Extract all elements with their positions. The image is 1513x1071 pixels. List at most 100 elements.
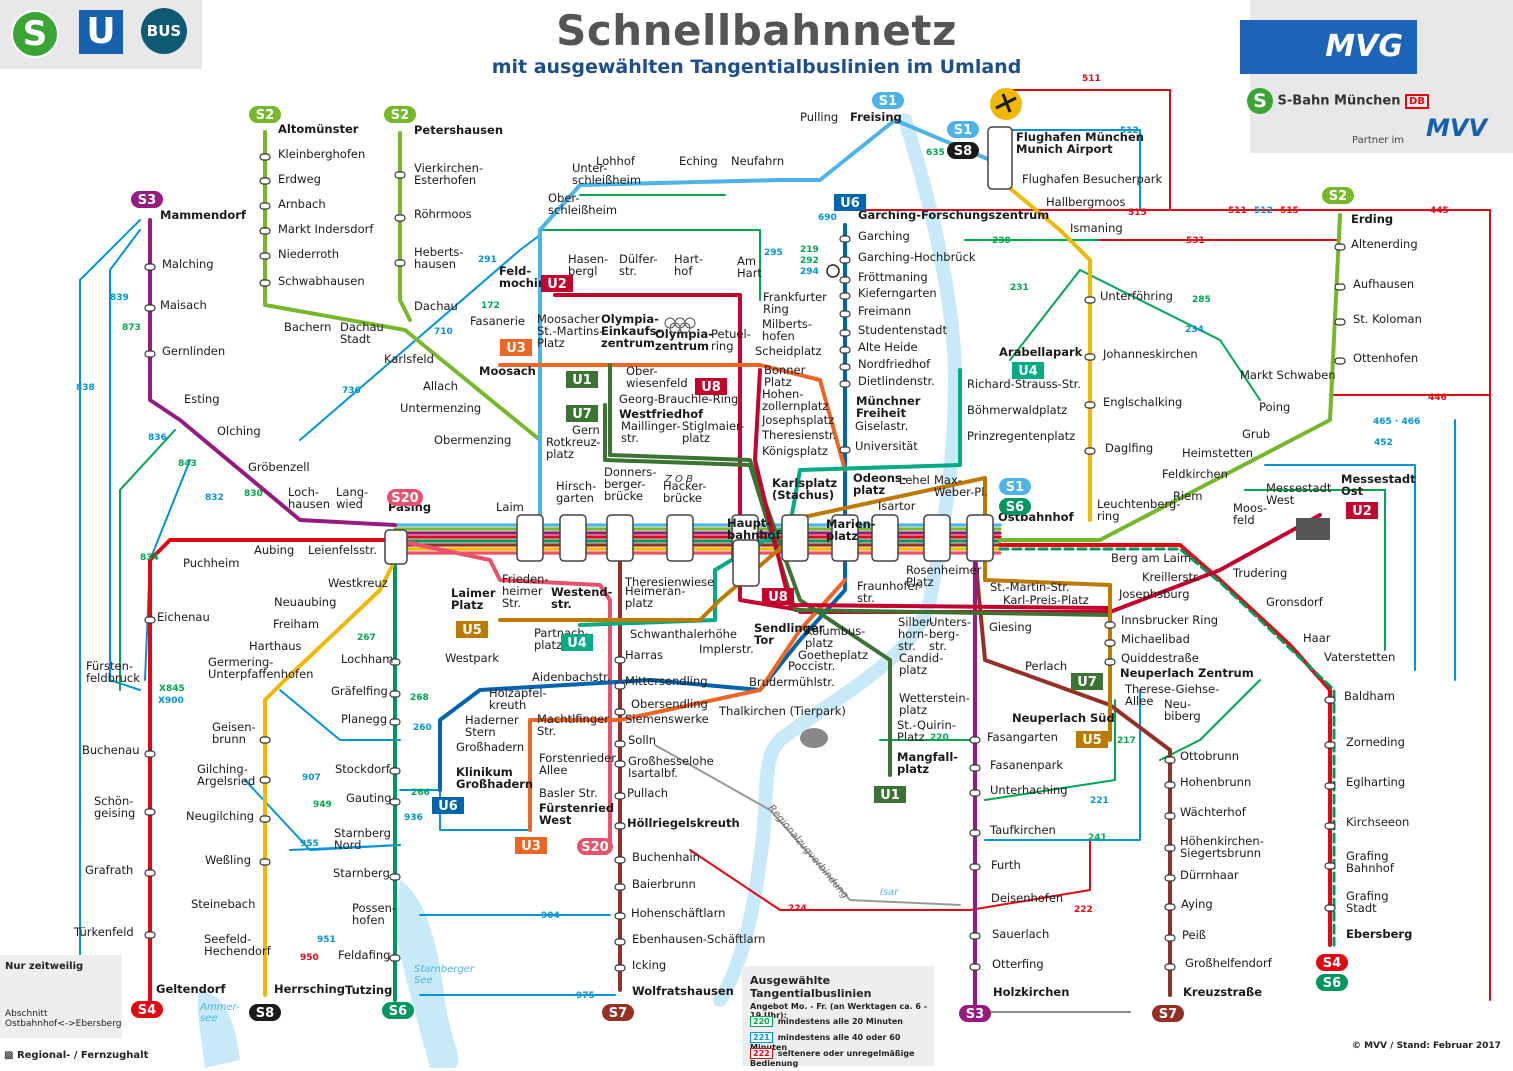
station-label-mangfallplatz[interactable]: Mangfall-platz bbox=[897, 750, 958, 776]
station-label-prinzregentenplatz[interactable]: Prinzregentenplatz bbox=[967, 429, 1075, 443]
station-label-malching[interactable]: Malching bbox=[162, 257, 214, 271]
bus-number-b295[interactable]: 295 bbox=[764, 248, 783, 258]
bus-number-b936[interactable]: 936 bbox=[404, 813, 423, 823]
bus-number-b904[interactable]: 904 bbox=[541, 911, 560, 921]
bus-number-b268[interactable]: 268 bbox=[410, 693, 429, 703]
station-label-vierkirchen[interactable]: Vierkirchen-Esterhofen bbox=[414, 161, 483, 187]
station-label-untersbergstr[interactable]: Unters-berg-str. bbox=[929, 615, 971, 653]
station-label-ismaning[interactable]: Ismaning bbox=[1070, 221, 1123, 235]
station-label-eching[interactable]: Eching bbox=[679, 154, 718, 168]
station-label-leuchtenbergring[interactable]: Leuchtenberg-ring bbox=[1097, 497, 1180, 523]
line-badge-label[interactable]: S20 bbox=[581, 840, 608, 855]
station-label-sauerlach[interactable]: Sauerlach bbox=[992, 927, 1049, 941]
station-label-aubing[interactable]: Aubing bbox=[254, 543, 294, 557]
station-label-alte-heide[interactable]: Alte Heide bbox=[858, 340, 918, 354]
station-label-daglfing[interactable]: Daglfing bbox=[1105, 441, 1153, 455]
station-label-westkreuz[interactable]: Westkreuz bbox=[328, 576, 388, 590]
station-label-neufahrn[interactable]: Neufahrn bbox=[731, 154, 784, 168]
station-label-harthof[interactable]: Hart-hof bbox=[674, 252, 703, 278]
station-label-bachern[interactable]: Bachern bbox=[284, 320, 331, 334]
line-badge-label[interactable]: U2 bbox=[1352, 504, 1372, 519]
line-badge-label[interactable]: S1 bbox=[879, 94, 897, 109]
line-badge-label[interactable]: S6 bbox=[389, 1004, 407, 1019]
station-label-mittersendling[interactable]: Mittersendling bbox=[625, 674, 708, 688]
station-label-allach[interactable]: Allach bbox=[423, 379, 458, 393]
bus-number-b843[interactable]: 843 bbox=[178, 459, 197, 469]
station-label-riem[interactable]: Riem bbox=[1173, 489, 1202, 503]
station-label-garching-hb[interactable]: Garching-Hochbrück bbox=[858, 250, 976, 264]
bus-number-bx845[interactable]: X845 bbox=[159, 684, 185, 694]
station-label-taufkirchen[interactable]: Taufkirchen bbox=[989, 823, 1056, 837]
station-label-therese-giehse[interactable]: Therese-Giehse-Allee bbox=[1124, 682, 1219, 708]
station-label-herrsching[interactable]: Herrsching bbox=[274, 982, 345, 996]
station-label-max-weber[interactable]: Max-Weber-Pl. bbox=[934, 473, 988, 499]
station-label-hoehenkirchen[interactable]: Höhenkirchen-Siegertsbrunn bbox=[1180, 834, 1264, 860]
station-label-steinebach[interactable]: Steinebach bbox=[191, 897, 255, 911]
station-label-altenerding[interactable]: Altenerding bbox=[1351, 237, 1418, 251]
bus-number-b531[interactable]: 531 bbox=[1186, 236, 1205, 246]
line-badge-label[interactable]: S3 bbox=[966, 1007, 984, 1022]
bus-number-b907[interactable]: 907 bbox=[302, 773, 321, 783]
station-label-gronsdorf[interactable]: Gronsdorf bbox=[1266, 595, 1324, 609]
station-label-harthaus[interactable]: Harthaus bbox=[249, 639, 302, 653]
bus-number-b832[interactable]: 832 bbox=[205, 493, 224, 503]
station-label-kreillerstr[interactable]: Kreillerstr. bbox=[1142, 570, 1200, 584]
bus-number-b838[interactable]: 838 bbox=[76, 383, 95, 393]
station-label-zorneding[interactable]: Zorneding bbox=[1346, 735, 1405, 749]
station-label-unterhaching[interactable]: Unterhaching bbox=[990, 783, 1068, 797]
bus-number-b172[interactable]: 172 bbox=[481, 301, 500, 311]
station-label-donnersberger[interactable]: Donners-berger-brücke bbox=[604, 465, 656, 503]
line-badge-label[interactable]: U1 bbox=[880, 788, 900, 803]
station-label-peiss[interactable]: Peiß bbox=[1182, 928, 1206, 942]
station-label-candidplatz[interactable]: Candid-platz bbox=[899, 651, 943, 677]
station-label-roehrmoos[interactable]: Röhrmoos bbox=[414, 207, 472, 221]
line-badge-label[interactable]: S2 bbox=[391, 108, 409, 123]
bus-number-b291[interactable]: 291 bbox=[478, 255, 497, 265]
bus-number-b285[interactable]: 285 bbox=[1192, 295, 1211, 305]
station-label-graefelfing[interactable]: Gräfelfing bbox=[331, 684, 388, 698]
station-label-hasenbergl[interactable]: Hasen-bergl bbox=[568, 252, 608, 278]
station-label-boehmerwaldplatz[interactable]: Böhmerwaldplatz bbox=[967, 403, 1067, 417]
line-badge-label[interactable]: U4 bbox=[1018, 364, 1038, 379]
line-badge-label[interactable]: U3 bbox=[506, 341, 526, 356]
station-label-theresienstr[interactable]: Theresienstr. bbox=[761, 428, 836, 442]
bus-number-b231[interactable]: 231 bbox=[1010, 283, 1029, 293]
bus-number-bx900[interactable]: X900 bbox=[158, 696, 184, 706]
bus-number-b975[interactable]: 975 bbox=[576, 991, 595, 1001]
station-label-unterfoehring[interactable]: Unterföhring bbox=[1100, 289, 1173, 303]
station-label-planegg[interactable]: Planegg bbox=[341, 712, 387, 726]
station-label-giselastr[interactable]: Giselastr. bbox=[855, 419, 908, 433]
station-label-puchheim[interactable]: Puchheim bbox=[183, 556, 239, 570]
station-label-aidenbachstr[interactable]: Aidenbachstr. bbox=[532, 670, 611, 684]
station-label-grosshadern[interactable]: Großhadern bbox=[456, 740, 524, 754]
station-label-hohenschaeftlarn[interactable]: Hohenschäftlarn bbox=[631, 906, 725, 920]
station-label-universitaet[interactable]: Universität bbox=[855, 439, 918, 453]
station-label-koenigsplatz[interactable]: Königsplatz bbox=[762, 444, 828, 458]
bus-number-b515[interactable]: 515 bbox=[1128, 208, 1147, 218]
bus-number-b220[interactable]: 220 bbox=[930, 733, 949, 743]
station-label-fasanenpark[interactable]: Fasanenpark bbox=[990, 758, 1063, 772]
station-label-oberwiesenfeld[interactable]: Ober-wiesenfeld bbox=[626, 364, 688, 390]
station-label-deisenhofen[interactable]: Deisenhofen bbox=[991, 891, 1063, 905]
station-label-laim[interactable]: Laim bbox=[496, 500, 524, 514]
station-label-neuperlach-sued[interactable]: Neuperlach Süd bbox=[1012, 711, 1115, 725]
station-label-basler-str[interactable]: Basler Str. bbox=[539, 786, 598, 800]
bus-number-b230[interactable]: 230 bbox=[992, 236, 1011, 246]
station-label-kirchseeon[interactable]: Kirchseeon bbox=[1346, 815, 1409, 829]
station-label-fraunhoferstr[interactable]: Fraunhofer-str. bbox=[857, 579, 923, 605]
station-label-markt-schwaben[interactable]: Markt Schwaben bbox=[1240, 368, 1336, 382]
station-label-schoengeising[interactable]: Schön-geising bbox=[94, 794, 135, 820]
station-label-waechterhof[interactable]: Wächterhof bbox=[1180, 805, 1247, 819]
station-label-untermenzing[interactable]: Untermenzing bbox=[400, 401, 481, 415]
station-label-aufhausen[interactable]: Aufhausen bbox=[1353, 277, 1414, 291]
station-label-scheidplatz[interactable]: Scheidplatz bbox=[755, 344, 822, 358]
station-label-lochham[interactable]: Lochham bbox=[341, 652, 393, 666]
bus-number-b452[interactable]: 452 bbox=[1374, 438, 1393, 448]
station-label-niederroth[interactable]: Niederroth bbox=[278, 247, 339, 261]
